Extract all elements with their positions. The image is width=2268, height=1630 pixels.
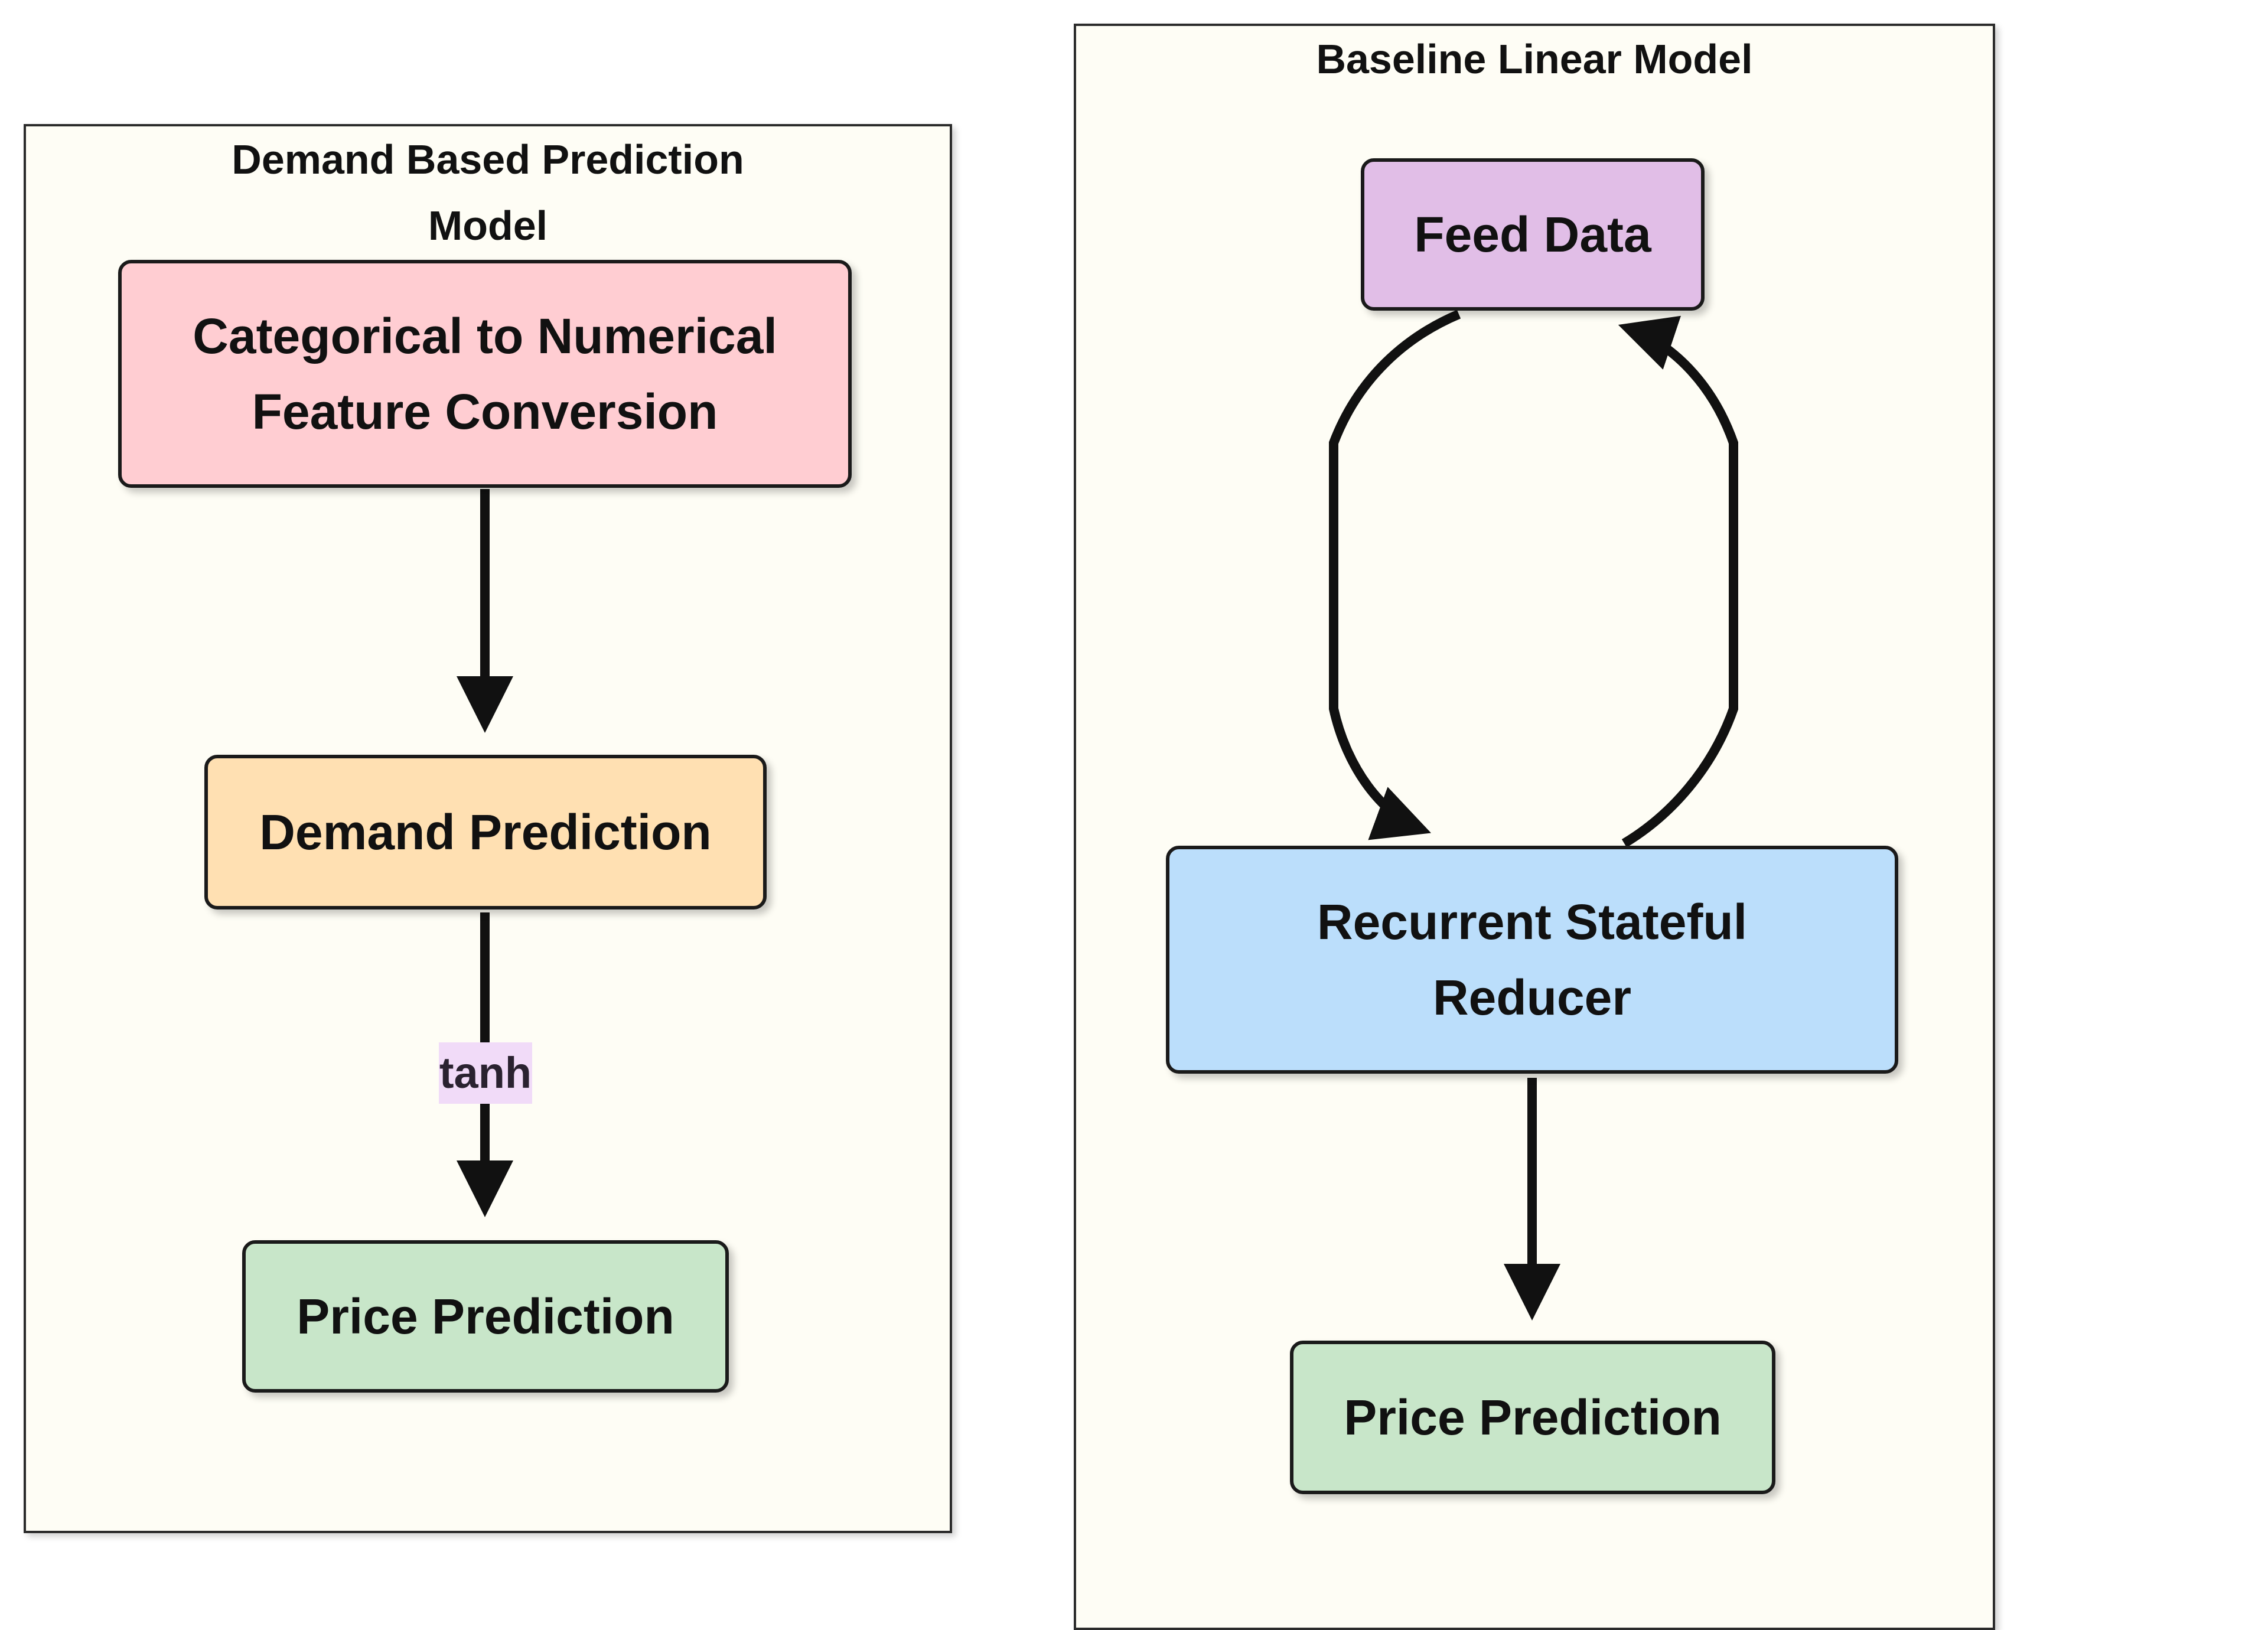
node-recurrent-stateful-reducer: Recurrent Stateful Reducer bbox=[1166, 846, 1898, 1074]
edge-label-tanh: tanh bbox=[439, 1042, 532, 1104]
node-demand-prediction: Demand Prediction bbox=[204, 755, 767, 909]
node-feed-data: Feed Data bbox=[1361, 158, 1705, 311]
panel-title-baseline-linear-model: Baseline Linear Model bbox=[1316, 36, 1753, 82]
node-price-prediction-left: Price Prediction bbox=[242, 1240, 729, 1393]
panel-title-demand-based-model: Demand Based Prediction Model bbox=[232, 136, 744, 249]
node-price-prediction-right: Price Prediction bbox=[1290, 1341, 1775, 1494]
node-categorical-to-numerical-conversion: Categorical to Numerical Feature Convers… bbox=[118, 260, 852, 488]
